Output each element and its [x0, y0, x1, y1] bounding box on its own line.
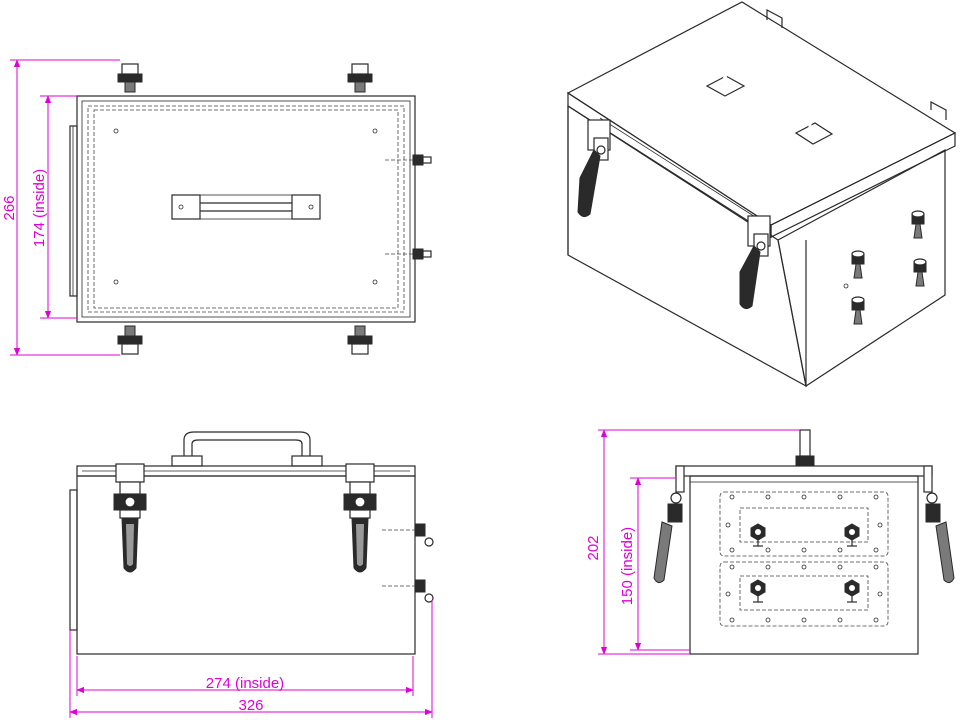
dim-top-inside-label: 174 (inside) — [31, 169, 48, 247]
panel-knob-icon — [844, 579, 860, 603]
isometric-knob-icon — [851, 250, 865, 279]
panel-knob-icon — [750, 523, 766, 547]
isometric-view — [566, 1, 957, 388]
side-view — [653, 429, 955, 655]
front-view-dimensions: 274 (inside) 326 — [69, 600, 433, 718]
dim-top-height-label: 266 — [1, 195, 18, 220]
front-view-knob-icon — [414, 523, 426, 537]
top-view-latch-icon — [117, 63, 143, 93]
dim-width-label: 326 — [238, 697, 263, 714]
side-view-latch-icon — [653, 465, 685, 584]
panel-knob-icon — [750, 579, 766, 603]
panel-knob-icon — [844, 523, 860, 547]
isometric-knob-icon — [913, 258, 927, 287]
top-view-handle — [171, 194, 321, 220]
front-view-latch-icon — [113, 463, 147, 573]
top-view-lid-outline — [76, 95, 416, 323]
front-view — [69, 431, 434, 655]
isometric-handle — [705, 67, 834, 145]
front-view-latch-icon — [343, 463, 377, 573]
top-view-latch-icon — [347, 63, 373, 93]
top-view-knob-icon — [384, 248, 432, 260]
side-view-dimensions: 202 150 (inside) — [585, 429, 800, 655]
isometric-latch-icon — [739, 215, 771, 310]
top-view-latch-icon — [347, 325, 373, 355]
isometric-latch-icon — [577, 119, 611, 218]
dim-inside-width-label: 274 (inside) — [206, 675, 284, 692]
top-view-knob-icon — [384, 154, 432, 166]
isometric-knob-icon — [851, 296, 865, 325]
top-view-dimensions: 266 174 (inside) — [1, 59, 120, 356]
side-view-latch-icon — [923, 465, 955, 584]
side-view-panel-lower — [719, 561, 889, 627]
isometric-knob-icon — [911, 210, 925, 239]
front-view-knob-icon — [414, 579, 426, 593]
front-view-handle — [171, 431, 323, 467]
dim-front-inside-label: 150 (inside) — [619, 527, 636, 605]
side-view-panel-upper — [719, 491, 889, 557]
dim-front-height-label: 202 — [585, 535, 602, 560]
top-view-latch-icon — [117, 325, 143, 355]
top-view — [69, 63, 432, 355]
